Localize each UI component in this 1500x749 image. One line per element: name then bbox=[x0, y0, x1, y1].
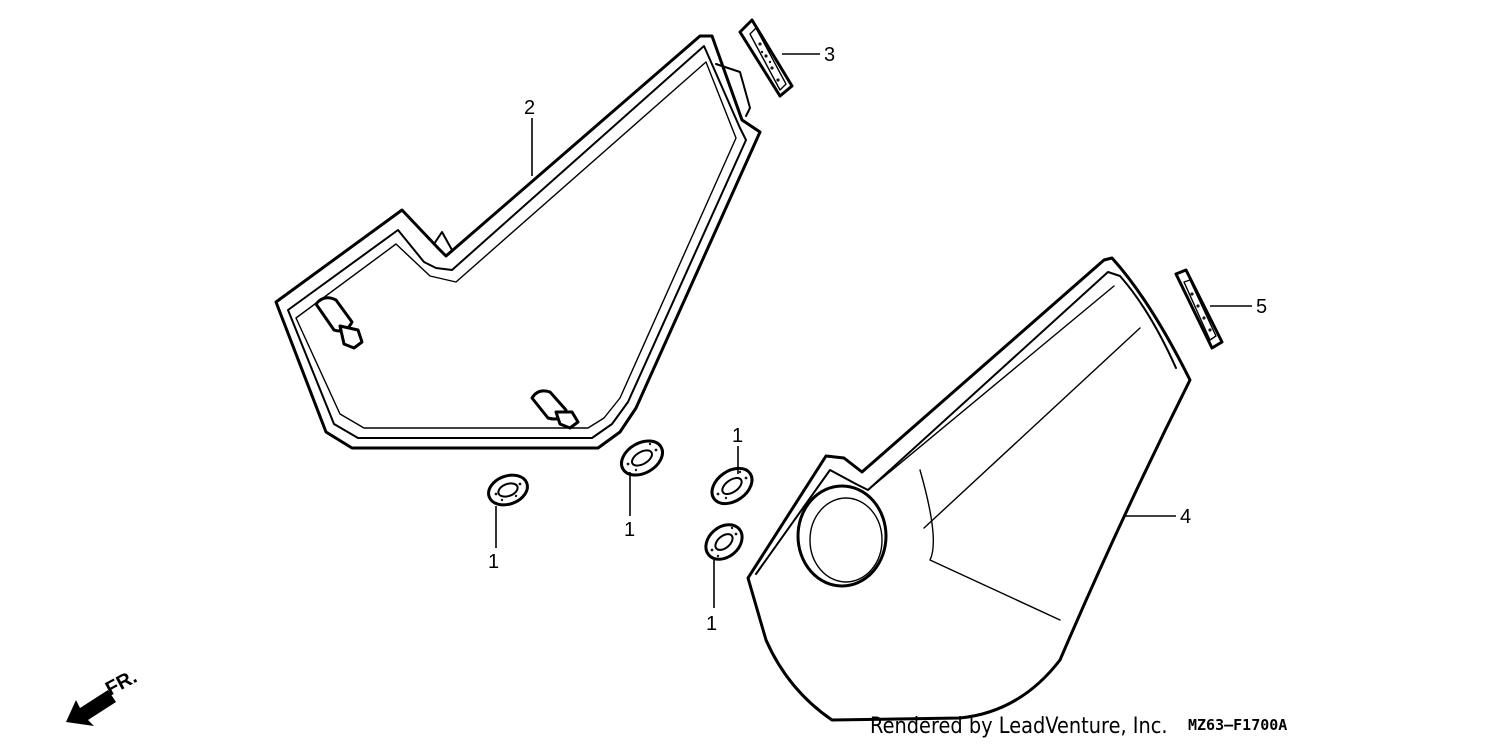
part-3-pad[interactable] bbox=[738, 18, 794, 98]
grommet-1d[interactable] bbox=[699, 518, 749, 567]
part-2-left-side-cover[interactable] bbox=[274, 34, 762, 450]
part-5-pad[interactable] bbox=[1174, 268, 1224, 350]
callout-1: 1 bbox=[732, 425, 743, 447]
callout-1: 1 bbox=[624, 519, 635, 541]
callout-1: 1 bbox=[488, 551, 499, 573]
mounting-pin-lower bbox=[530, 389, 580, 430]
render-credit: Rendered by LeadVenture, Inc. bbox=[870, 714, 1168, 739]
grommet-1a[interactable] bbox=[484, 470, 531, 510]
callout-2: 2 bbox=[524, 97, 535, 119]
callout-labels: 2 3 5 4 1 1 1 1 bbox=[488, 44, 1267, 635]
grommet-1c[interactable] bbox=[705, 461, 758, 511]
grommet-1b[interactable] bbox=[615, 434, 668, 482]
callout-4: 4 bbox=[1180, 506, 1191, 528]
part-4-right-side-cover[interactable] bbox=[746, 256, 1192, 722]
leader-lines bbox=[495, 53, 1252, 608]
mounting-pin-upper bbox=[314, 296, 364, 350]
callout-3: 3 bbox=[824, 44, 835, 66]
arrow-icon bbox=[66, 690, 116, 726]
callout-5: 5 bbox=[1256, 296, 1267, 318]
callout-1: 1 bbox=[706, 613, 717, 635]
diagram-code: MZ63—F1700A bbox=[1188, 716, 1288, 734]
front-direction-indicator: FR. bbox=[66, 666, 141, 726]
